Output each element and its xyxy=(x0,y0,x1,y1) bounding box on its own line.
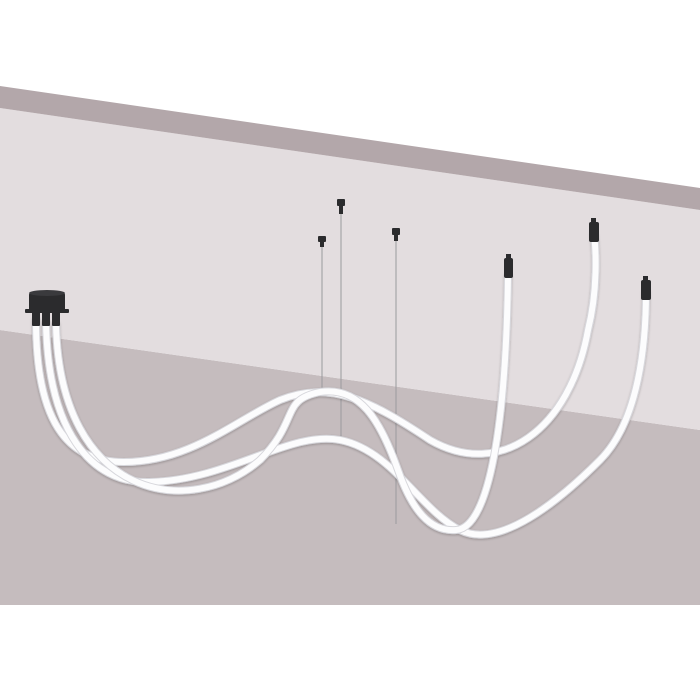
wire-anchor-icon xyxy=(392,228,400,241)
led-tube xyxy=(42,288,650,539)
wire-anchors xyxy=(318,199,400,247)
tube-end-caps xyxy=(504,218,651,300)
wall-lower xyxy=(0,330,700,605)
ceiling-band xyxy=(0,86,700,210)
wire-anchor-icon xyxy=(318,236,326,247)
tube-end-cap-icon xyxy=(589,218,599,242)
tube-end-cap-icon xyxy=(504,254,513,278)
led-tube xyxy=(52,272,512,535)
led-tubes xyxy=(32,230,650,539)
tube-end-cap-icon xyxy=(641,276,651,300)
wire-anchor-icon xyxy=(337,199,345,214)
ceiling-canopy-icon xyxy=(25,290,69,326)
wall-upper xyxy=(0,108,700,430)
